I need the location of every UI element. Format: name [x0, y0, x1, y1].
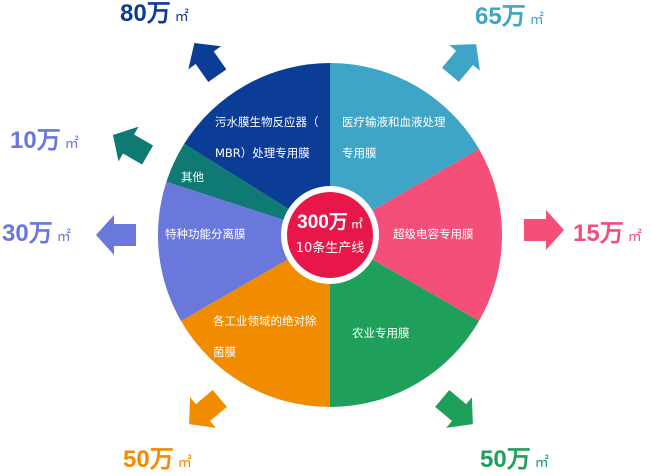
arrow-supercapacitor-icon	[524, 210, 564, 250]
center-subtitle: 10条生产线	[295, 241, 365, 256]
arrow-medical-icon	[435, 31, 492, 88]
arrow-mbr-icon	[177, 31, 234, 88]
slice-agriculture	[330, 235, 479, 407]
label-supercapacitor: 超级电容专用膜	[393, 227, 474, 241]
label-sterilization: 各工业领域的绝对除 菌膜	[213, 314, 317, 359]
label-special-separation: 特种功能分离膜	[165, 227, 246, 241]
label-agriculture: 农业专用膜	[352, 326, 410, 340]
slice-medical	[330, 62, 479, 235]
slice-special-separation	[157, 181, 330, 321]
pie-chart	[157, 62, 503, 407]
arrow-agriculture-icon	[429, 383, 486, 440]
arrow-special-separation-icon	[96, 215, 136, 255]
arrow-sterilization-icon	[176, 383, 233, 440]
label-medical: 医疗输液和血液处理 专用膜	[342, 115, 446, 160]
label-mbr: 污水膜生物反应器（ MBR）处理专用膜	[215, 115, 319, 160]
slice-sterilization	[181, 235, 330, 407]
slice-mbr	[184, 62, 330, 235]
label-other: 其他	[181, 170, 204, 184]
arrow-other-icon	[102, 117, 158, 173]
center-badge	[287, 192, 373, 278]
slice-supercapacitor	[330, 149, 503, 321]
